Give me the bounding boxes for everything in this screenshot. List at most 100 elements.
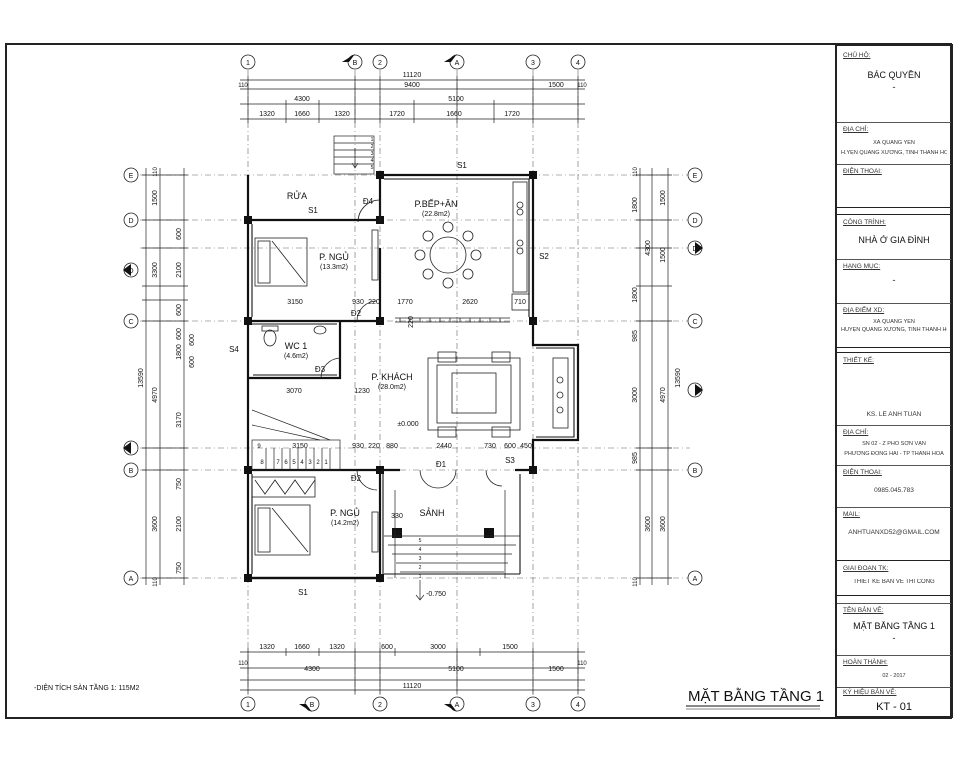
dim-text: 1500 [548,82,564,89]
dim-text: 600 [176,228,183,240]
dim-text: 3000 [430,644,446,651]
dim-text: 220 [368,443,380,450]
dim-text: 710 [514,299,526,306]
grid-label: B [310,702,315,709]
dim-text: 1660 [294,111,310,118]
furniture [251,181,569,556]
grid-label: B [129,468,134,475]
dim-text: 600 [381,644,393,651]
grid-bubbles [123,54,703,712]
door-tag: Đ3 [315,365,326,374]
stair-number: 8 [260,460,264,466]
dim-text: 110 [153,577,159,587]
stage-label: GIAI ĐOẠN TK: [843,565,889,572]
stair-number: 1 [419,574,422,580]
dim-text: 110 [238,83,248,89]
stairs [251,135,520,601]
item-value: - [892,275,896,285]
designer-section: THIẾT KẾ: KS. LÊ ANH TUẤN ĐỊA CHỈ: SN 02… [837,352,951,596]
dim-text: 2100 [176,262,183,278]
grid-lines [140,70,690,695]
stair-number: 4 [419,547,422,553]
dim-text: 13590 [138,368,145,388]
door-tag: Đ2 [351,309,362,318]
room-area-wc: (4.6m2) [284,353,308,360]
room-label-wc: WC 1 [285,341,308,351]
designer-name: KS. LÊ ANH TUẤN [866,411,922,418]
window-tag: S4 [229,345,239,354]
stair-number: 5 [292,460,296,466]
dim-text: 2100 [176,516,183,532]
sheet-code: KT - 01 [876,701,912,713]
owner-address-2: H.YỆN QUẢNG XƯƠNG, TỈNH THANH HÓA [841,150,947,156]
dim-text: 1320 [259,111,275,118]
stair-number: 4 [300,460,304,466]
grid-label: 2 [378,702,382,709]
grid-label: 3 [531,702,535,709]
dim-text: 11120 [403,72,422,79]
dim-text: 220 [368,299,380,306]
grid-label: D [128,268,133,275]
extra-bubbles [123,382,703,456]
designer-phone-label: ĐIỆN THOẠI: [843,469,882,476]
owner-section: CHỦ HỘ: BÁC QUYỀN - ĐỊA CHỈ: XÃ QUẢNG YÊ… [837,46,951,208]
dim-text: 1230 [354,388,370,395]
dim-text: 2440 [436,443,452,450]
grid-label: D [692,218,697,225]
dim-text: 600 [189,334,196,346]
owner-name: BÁC QUYỀN [867,70,921,80]
grid-label: 4 [576,60,580,67]
project-section: CÔNG TRÌNH: NHÀ Ở GIA ĐÌNH HẠNG MỤC: - Đ… [837,214,951,348]
doors [320,199,503,491]
project-name: NHÀ Ở GIA ĐÌNH [858,235,930,245]
site-address-2: HUYỆN QUẢNG XƯƠNG, TỈNH THANH HÓA [841,327,947,333]
dim-text: 1500 [660,247,667,263]
dim-text: 1500 [660,190,667,206]
stair-number: 3 [308,460,312,466]
dim-text: 3300 [152,262,159,278]
owner-address-1: XÃ QUẢNG YÊN [873,140,915,146]
grid-label: A [455,702,460,709]
grid-label: D [692,246,697,253]
dim-text: 600 [176,328,183,340]
dim-text: 1800 [632,197,639,213]
dim-text: 1500 [152,190,159,206]
dim-text: 1800 [176,344,183,360]
dim-text: 600 [189,356,196,368]
dim-text: 3600 [152,516,159,532]
level-mark-entry: -0.750 [426,591,446,598]
dim-text: 3150 [287,299,303,306]
grid-label: 3 [531,60,535,67]
dim-text: 985 [632,452,639,464]
room-label-bedroom-2: P. NGỦ [330,507,360,518]
dim-text: 4300 [645,240,652,256]
dim-text: 3150 [292,443,308,450]
dim-text: 220 [408,316,415,328]
dim-text: 1720 [389,111,405,118]
grid-label: D [128,218,133,225]
mail-label: MAIL: [843,511,860,518]
room-label-hall: SẢNH [419,507,444,518]
door-tag: Đ1 [436,460,447,469]
dim-text: 110 [577,661,587,667]
dim-text: 450 [520,443,532,450]
room-label-living: P. KHÁCH [371,372,412,382]
dim-text: 3070 [286,388,302,395]
dim-text: 110 [633,167,639,177]
designer-address-1: SN 02 - Z PHỐ SƠN VẠN [862,441,926,447]
stair-number: 4 [371,158,374,164]
completion-date: 02 - 2017 [882,673,906,679]
stair-number: 3 [419,556,422,562]
dim-text: 930 [352,299,364,306]
designer-phone: 0985.045.783 [874,487,914,494]
dim-text: 110 [633,577,639,587]
stair-number: 2 [316,460,320,466]
dim-text: 1320 [334,111,350,118]
grid-label: 2 [378,60,382,67]
stair-number: 1 [371,137,374,143]
dim-text: 2620 [462,299,478,306]
thin-walls [251,178,575,575]
level-mark-main: ±0.000 [397,421,418,428]
owner-dash: - [892,82,896,92]
